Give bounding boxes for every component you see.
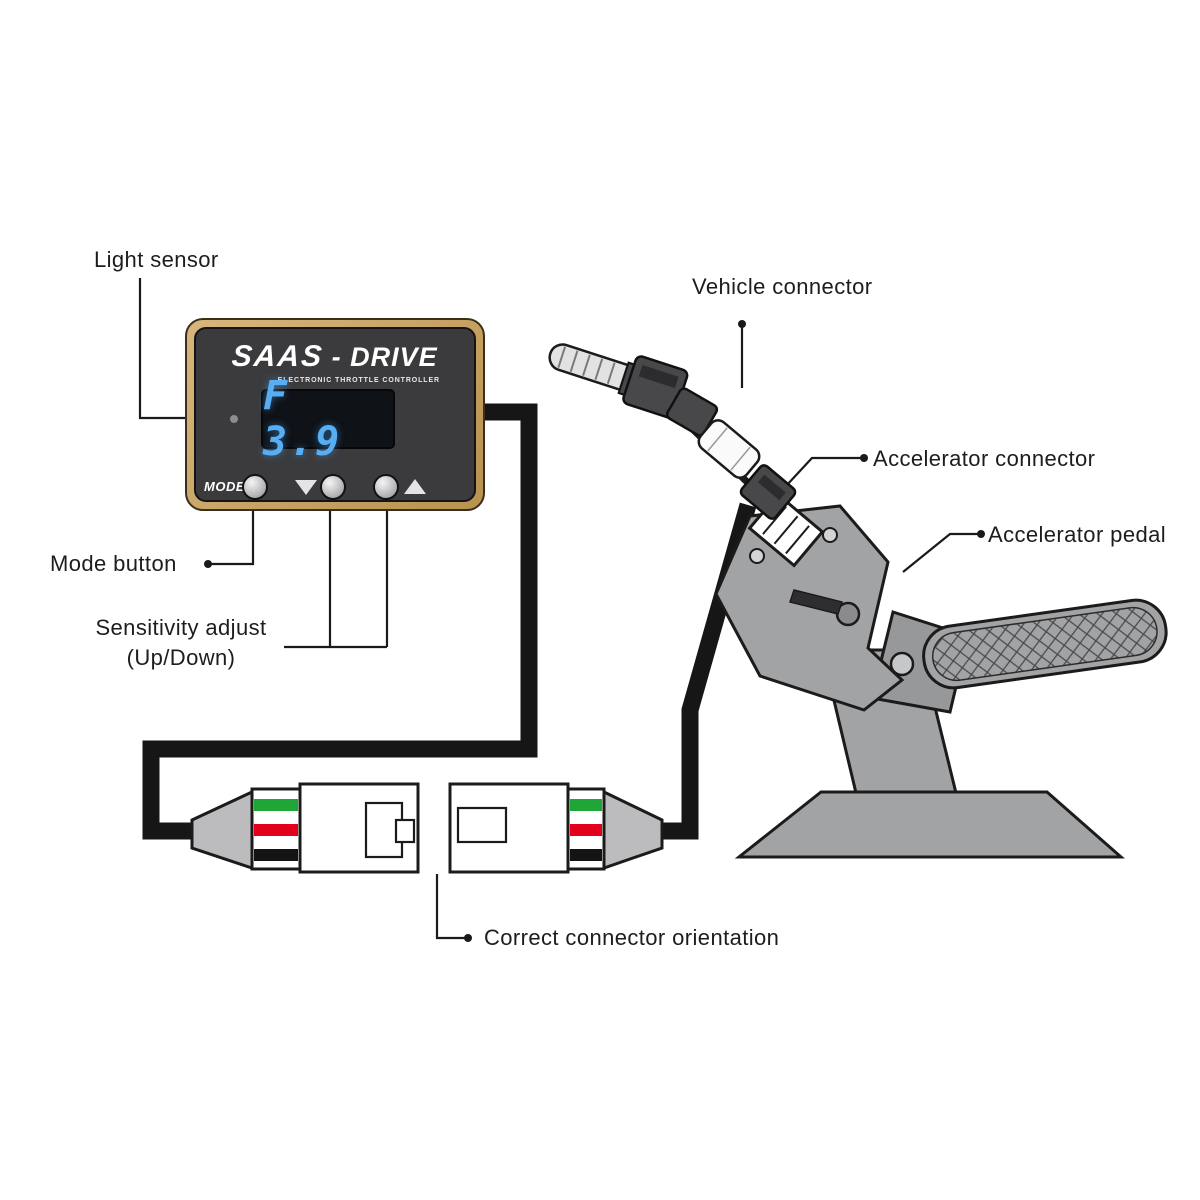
brand-suffix: - DRIVE bbox=[331, 342, 438, 372]
sensitivity-line-1: Sensitivity adjust bbox=[95, 615, 267, 640]
sensitivity-line-2: (Up/Down) bbox=[126, 644, 236, 670]
light-sensor-dot bbox=[230, 415, 238, 423]
vehicle-connector-plug bbox=[617, 355, 689, 419]
right-harness-connector bbox=[448, 782, 664, 874]
pedal-pivot bbox=[889, 651, 915, 677]
accelerator-pedal-label: Accelerator pedal bbox=[988, 522, 1167, 547]
leader-lines bbox=[138, 278, 981, 940]
sensitivity-up-button bbox=[373, 474, 399, 500]
green-wire bbox=[570, 799, 602, 811]
red-wire bbox=[570, 824, 602, 836]
brand-name: SAAS bbox=[230, 340, 326, 373]
sensitivity-down-button bbox=[320, 474, 346, 500]
sensitivity-adjust-label: Sensitivity adjust (Up/Down) bbox=[84, 613, 278, 672]
accelerator-connector-label: Accelerator connector bbox=[873, 446, 1096, 471]
black-wire bbox=[570, 849, 602, 861]
led-display: F 3.9 bbox=[261, 373, 395, 465]
pedal-base bbox=[734, 790, 1125, 859]
bracket-bolt-2 bbox=[822, 527, 838, 543]
right-cable-boot bbox=[602, 789, 664, 871]
down-arrow-icon bbox=[295, 480, 317, 495]
light-sensor-label: Light sensor bbox=[94, 247, 219, 272]
display-value: F 3.9 bbox=[263, 373, 342, 465]
orientation-leader bbox=[435, 874, 468, 940]
leader-dots bbox=[204, 320, 985, 942]
brand-logo: SAAS - DRIVE bbox=[196, 340, 474, 374]
accelerator-pedal-leader bbox=[902, 532, 981, 573]
accelerator-pedal-graphic bbox=[714, 492, 1125, 859]
red-wire bbox=[254, 824, 298, 836]
controller-cable bbox=[142, 403, 538, 840]
main-cable bbox=[142, 403, 757, 840]
vehicle-connector-label: Vehicle connector bbox=[692, 274, 873, 299]
pedal-pad bbox=[922, 598, 1168, 690]
up-arrow-icon bbox=[404, 479, 426, 494]
inline-coupler bbox=[697, 419, 761, 479]
green-wire bbox=[254, 799, 298, 811]
left-harness-connector bbox=[190, 782, 420, 874]
bracket-slot bbox=[789, 589, 843, 615]
device-face: SAAS - DRIVE ELECTRONIC THROTTLE CONTROL… bbox=[194, 327, 476, 502]
mode-button-leader bbox=[208, 506, 255, 566]
right-plug-housing bbox=[448, 782, 570, 874]
inline-connector bbox=[665, 387, 719, 437]
mode-button bbox=[242, 474, 268, 500]
throttle-controller-device: SAAS - DRIVE ELECTRONIC THROTTLE CONTROL… bbox=[185, 318, 485, 511]
bracket-bolt-1 bbox=[749, 548, 765, 564]
device-subtitle: ELECTRONIC THROTTLE CONTROLLER bbox=[277, 377, 440, 384]
mode-button-label: Mode button bbox=[50, 551, 177, 576]
pedal-pad-quilting bbox=[931, 606, 1158, 682]
connector-chain bbox=[548, 343, 797, 520]
pedal-side-cable bbox=[640, 502, 757, 840]
black-wire bbox=[254, 849, 298, 861]
accelerator-connector-plug bbox=[739, 464, 797, 520]
left-cable-boot bbox=[190, 789, 254, 871]
connector-orientation-label: Correct connector orientation bbox=[484, 925, 780, 950]
accelerator-connector-leader bbox=[785, 456, 864, 487]
mode-label: MODE bbox=[204, 479, 245, 494]
